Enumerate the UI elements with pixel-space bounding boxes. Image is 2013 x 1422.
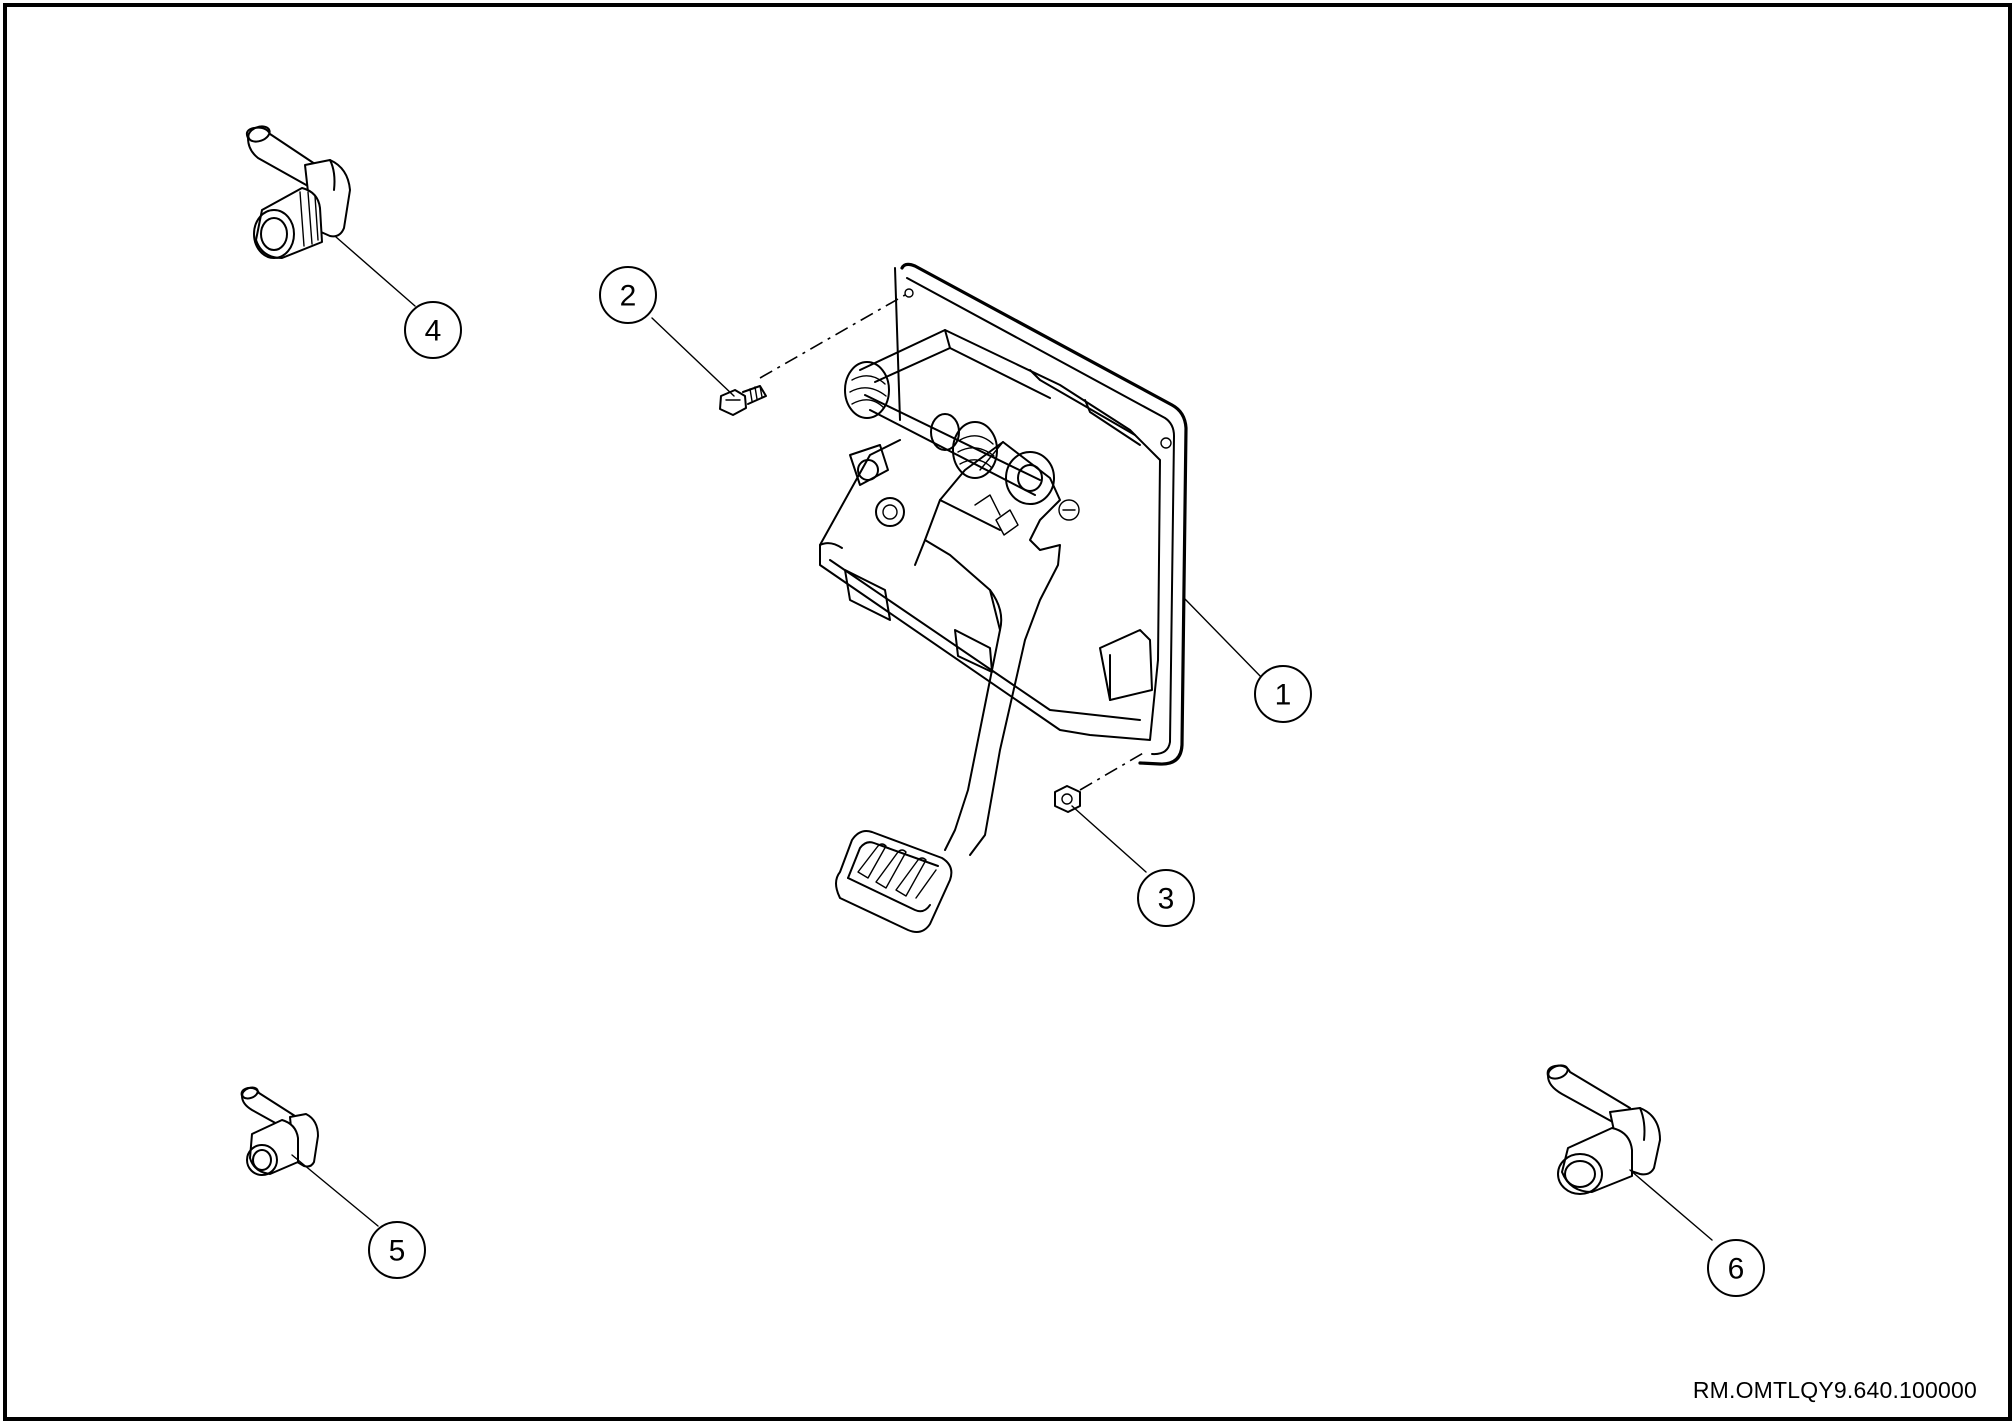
switch-medium (1546, 1064, 1661, 1195)
drawing-reference-code: RM.OMTLQY9.640.100000 (1692, 1377, 1977, 1403)
switch-small (240, 1086, 319, 1176)
callout-4: 4 (404, 301, 462, 359)
callout-1-label: 1 (1275, 679, 1292, 712)
callout-3: 3 (1137, 869, 1195, 927)
callout-leaders (291, 236, 1713, 1241)
callout-5-label: 5 (389, 1235, 406, 1268)
nut (1054, 785, 1081, 813)
drawing-frame (3, 3, 2012, 1421)
callout-3-label: 3 (1158, 883, 1175, 916)
bolt (719, 385, 767, 416)
callout-6: 6 (1707, 1239, 1765, 1297)
callout-4-label: 4 (425, 315, 442, 348)
callout-5: 5 (368, 1221, 426, 1279)
assembly-guide-lines (759, 294, 1146, 791)
callout-1: 1 (1254, 665, 1312, 723)
callout-2: 2 (599, 266, 657, 324)
pedal-assembly (819, 262, 1188, 933)
callout-6-label: 6 (1728, 1253, 1745, 1286)
switch-large (245, 125, 351, 259)
callout-2-label: 2 (620, 280, 637, 313)
